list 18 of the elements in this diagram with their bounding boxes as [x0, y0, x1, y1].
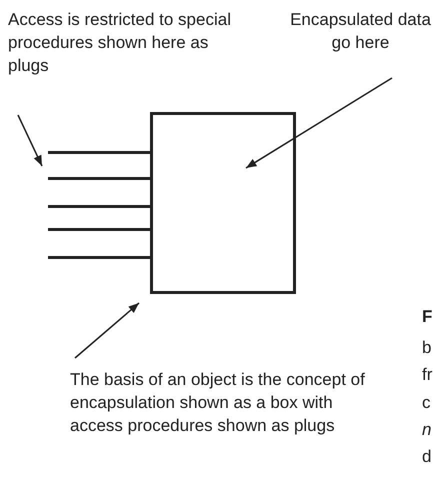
- plug-line: [48, 256, 150, 259]
- plug-line: [48, 205, 150, 208]
- callout-text: Encapsulated data go here: [288, 8, 433, 54]
- object-box: [150, 112, 296, 294]
- leader-arrow: [17, 114, 43, 166]
- caption-fragment: fr: [422, 364, 432, 386]
- callout-text: Access is restricted to special procedures shown here as plugs: [8, 8, 248, 77]
- plug-line: [48, 177, 150, 180]
- caption-fragment: F: [422, 306, 432, 328]
- leader-arrow: [246, 77, 392, 169]
- leader-arrow: [74, 302, 140, 359]
- caption-fragment: b: [422, 337, 432, 359]
- caption-fragment: d: [422, 446, 432, 468]
- caption-fragment: c: [422, 392, 430, 414]
- caption-fragment: n: [422, 419, 432, 441]
- callout-text: The basis of an object is the concept of encapsulation shown as a box with access procedures shown as plugs: [70, 368, 390, 437]
- plug-line: [48, 151, 150, 154]
- plug-line: [48, 228, 150, 231]
